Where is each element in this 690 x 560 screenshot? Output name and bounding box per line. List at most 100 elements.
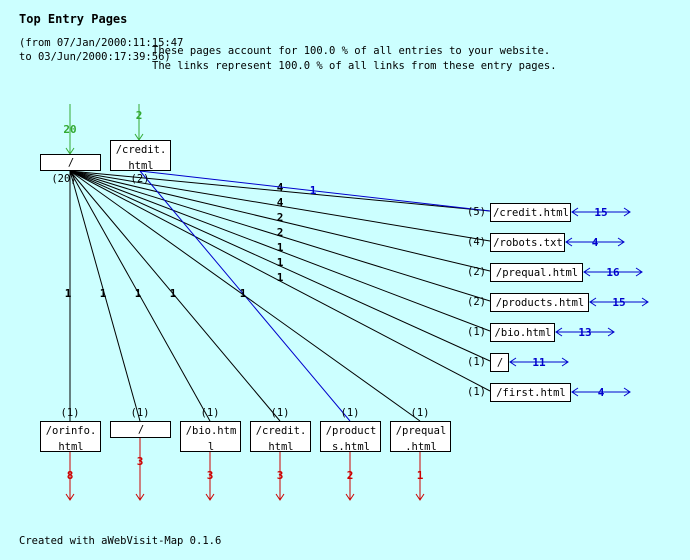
arrow-right-icon — [561, 357, 569, 367]
date-range: (from 07/Jan/2000:11:15:47 to 03/Jun/200… — [19, 36, 183, 64]
target-page-node-label: /credit.html — [493, 207, 569, 219]
exit-page-node[interactable]: /products.html — [320, 421, 381, 454]
link-line — [69, 170, 491, 362]
exit-arrow-head-icon — [205, 493, 215, 501]
target-page-node[interactable]: /robots.txt — [490, 233, 565, 252]
arrow-right-icon — [641, 297, 649, 307]
entry-out-count: (2) — [131, 173, 150, 185]
exit-page-node-label: .html — [405, 441, 437, 453]
entry-out-count: (20) — [51, 173, 76, 185]
target-page-node[interactable]: /credit.html — [490, 203, 571, 222]
target-count: (1) — [61, 407, 80, 419]
exit-count-label: 3 — [137, 455, 144, 468]
summary-entries: These pages account for 100.0 % of all e… — [152, 45, 551, 57]
link-count-label: 1 — [277, 271, 284, 284]
target-count: (1) — [201, 407, 220, 419]
target-page-node[interactable]: / — [490, 353, 509, 372]
exit-page-node[interactable]: /credit. html — [250, 421, 311, 454]
summary-links: The links represent 100.0 % of all links… — [152, 60, 557, 72]
link-count-label: 1 — [240, 287, 247, 300]
target-page-node-rect — [490, 323, 555, 342]
arrow-left-icon — [583, 267, 591, 277]
target-count: (1) — [341, 407, 360, 419]
link-count-label: 2 — [277, 226, 284, 239]
link-count-label: 1 — [277, 256, 284, 269]
entry-page-node-label: /credit. — [116, 144, 167, 156]
arrow-right-icon — [635, 267, 643, 277]
exit-arrow-head-icon — [65, 493, 75, 501]
exit-page-node-label: / — [138, 424, 144, 436]
link-count-label: 1 — [135, 287, 142, 300]
arrow-left-icon — [571, 387, 579, 397]
date-range-from: (from 07/Jan/2000:11:15:47 — [19, 37, 184, 49]
target-count: (1) — [411, 407, 430, 419]
link-count-label: 4 — [277, 196, 284, 209]
link-line — [69, 170, 491, 242]
exit-page-node-rect — [390, 421, 451, 452]
target-page-node[interactable]: /bio.html — [490, 323, 555, 342]
summary: These pages account for 100.0 % of all e… — [152, 44, 557, 74]
exit-page-node-label: /credit. — [256, 425, 307, 437]
exit-page-node-label: html — [58, 441, 83, 453]
exit-page-node[interactable]: /bio.html — [180, 421, 241, 454]
exit-page-node[interactable]: /orinfo.html — [40, 421, 101, 454]
link-count-label: 1 — [170, 287, 177, 300]
target-count: (2) — [467, 296, 486, 308]
link-count-label: 1 — [100, 287, 107, 300]
target-page-node-rect — [490, 263, 583, 282]
target-count: (1) — [131, 407, 150, 419]
target-page-node-label: /bio.html — [495, 327, 552, 339]
entry-page-node-label: html — [128, 160, 153, 172]
self-loop-count: 4 — [592, 236, 599, 249]
self-loop-count: 15 — [612, 296, 625, 309]
target-page-node[interactable]: /products.html — [490, 293, 589, 312]
target-page-node-label: /products.html — [496, 297, 585, 309]
exit-page-node-rect — [250, 421, 311, 452]
date-range-to: to 03/Jun/2000:17:39:56) — [19, 51, 171, 63]
arrow-right-icon — [607, 327, 615, 337]
exit-arrow-head-icon — [275, 493, 285, 501]
link-line — [69, 170, 491, 302]
arrow-left-icon — [555, 327, 563, 337]
target-page-node-label: / — [497, 357, 503, 369]
link-count-label: 1 — [65, 287, 72, 300]
arrow-left-icon — [565, 237, 573, 247]
self-loop-count: 13 — [578, 326, 591, 339]
exit-page-node-label: /prequal — [396, 425, 447, 437]
exit-count-label: 1 — [417, 469, 424, 482]
target-page-node-label: /prequal.html — [496, 267, 578, 279]
exit-page-node-rect — [40, 421, 101, 452]
exit-arrow-head-icon — [415, 493, 425, 501]
link-line — [69, 170, 491, 272]
target-count: (1) — [467, 356, 486, 368]
target-count: (1) — [467, 326, 486, 338]
link-line — [69, 170, 491, 392]
link-count-label: 2 — [277, 211, 284, 224]
exit-count-label: 3 — [207, 469, 214, 482]
link-line — [69, 170, 281, 422]
entry-page-node[interactable]: / — [40, 154, 101, 171]
arrow-right-icon — [623, 207, 631, 217]
arrow-right-icon — [623, 387, 631, 397]
target-page-node-label: /first.html — [496, 387, 566, 399]
exit-page-node-label: l — [208, 441, 214, 453]
exit-page-node-label: html — [268, 441, 293, 453]
arrow-left-icon — [509, 357, 517, 367]
target-page-node[interactable]: /prequal.html — [490, 263, 583, 282]
target-page-node-rect — [490, 353, 509, 372]
target-page-node-rect — [490, 203, 571, 222]
arrow-left-icon — [589, 297, 597, 307]
target-page-node-label: /robots.txt — [493, 237, 563, 249]
exit-count-label: 8 — [67, 469, 74, 482]
exit-page-node-rect — [320, 421, 381, 452]
exit-page-node[interactable]: /prequal .html — [390, 421, 451, 454]
target-page-node-rect — [490, 293, 589, 312]
entry-page-node[interactable]: /credit. html — [110, 140, 171, 173]
target-page-node[interactable]: /first.html — [490, 383, 571, 402]
target-count: (5) — [467, 206, 486, 218]
target-count: (2) — [467, 266, 486, 278]
target-page-node-rect — [490, 233, 565, 252]
entry-count-label: 2 — [136, 109, 143, 122]
exit-page-node[interactable]: / — [110, 421, 171, 438]
